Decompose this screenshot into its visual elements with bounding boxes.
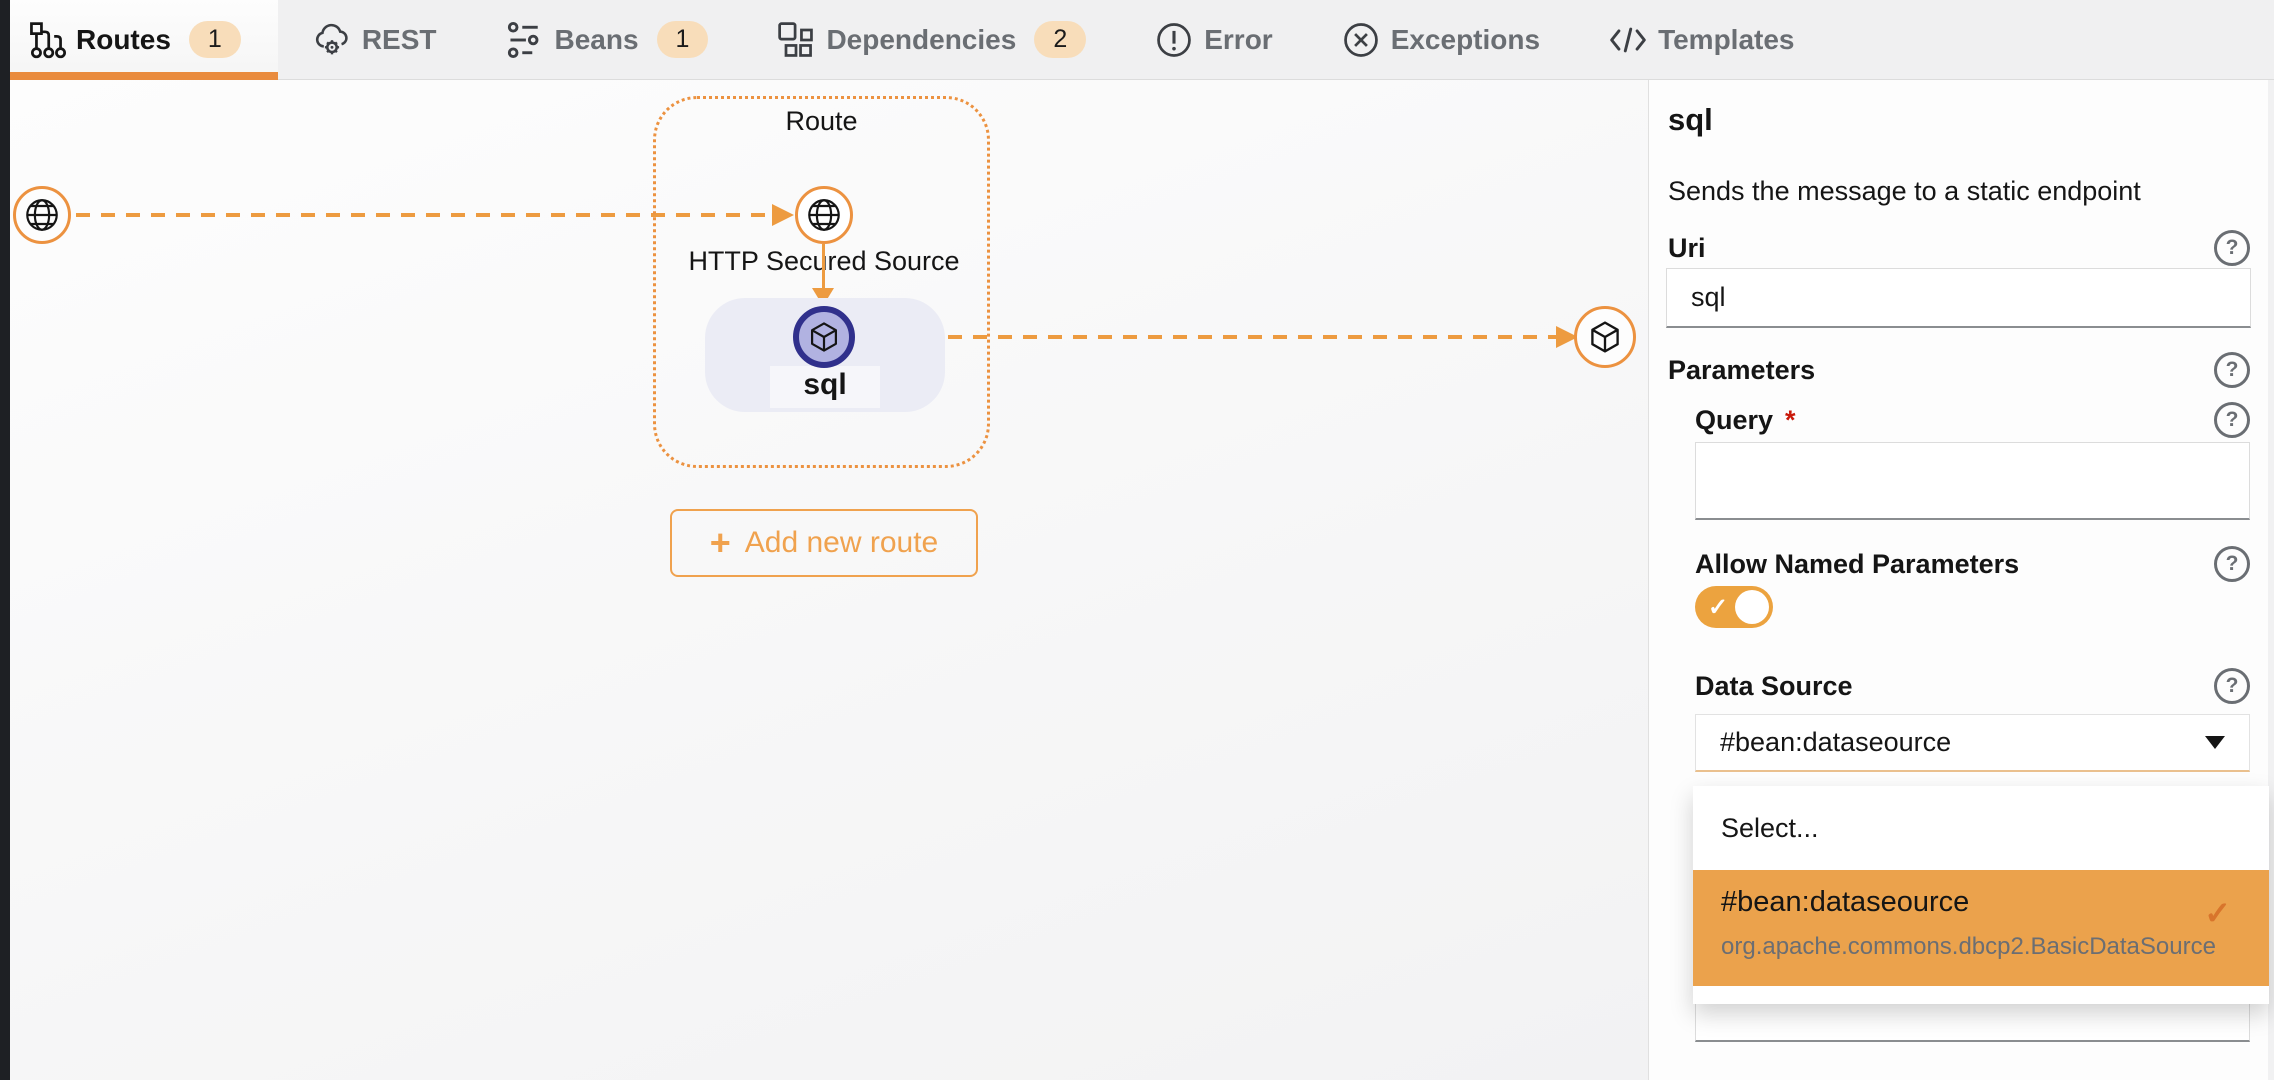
outgoing-endpoint-node[interactable]: [1574, 306, 1636, 368]
exceptions-circle-x-icon: [1341, 20, 1381, 60]
tab-routes[interactable]: Routes 1: [10, 0, 278, 80]
uri-input[interactable]: [1666, 268, 2251, 328]
data-source-dropdown: Select... #bean:dataseource org.apache.c…: [1693, 786, 2269, 1004]
top-tab-bar: Routes 1 REST: [10, 0, 2274, 80]
tab-error[interactable]: Error: [1120, 0, 1306, 79]
query-field-row: Query * ?: [1695, 402, 2250, 438]
chevron-down-icon: [2205, 736, 2225, 749]
required-asterisk: *: [1785, 404, 1796, 435]
tab-label: Error: [1204, 23, 1273, 55]
tab-beans[interactable]: Beans 1: [471, 0, 743, 79]
tab-dependencies[interactable]: Dependencies 2: [742, 0, 1120, 79]
tab-label: REST: [361, 23, 437, 55]
route-group-label: Route: [785, 106, 858, 136]
sql-step-label: sql: [803, 368, 847, 401]
tab-rest[interactable]: REST: [278, 0, 471, 79]
data-source-selected-value: #bean:dataseource: [1720, 727, 1952, 757]
query-textarea[interactable]: [1695, 442, 2250, 520]
query-label: Query: [1695, 404, 1774, 435]
globe-icon: [805, 196, 843, 234]
check-icon: ✓: [2204, 895, 2231, 931]
cube-icon: [1587, 319, 1623, 355]
tab-label: Beans: [554, 23, 639, 55]
tab-badge: 1: [656, 21, 709, 58]
add-new-route-button[interactable]: + Add new route: [670, 509, 978, 577]
data-source-select[interactable]: #bean:dataseource: [1695, 714, 2250, 772]
route-group-container[interactable]: [653, 96, 990, 468]
routes-topology-icon: [26, 20, 66, 60]
tab-badge: 2: [1034, 21, 1087, 58]
tab-templates[interactable]: Templates: [1574, 0, 1828, 79]
parameters-header-row: Parameters ?: [1668, 352, 2250, 388]
tab-label: Exceptions: [1390, 23, 1541, 55]
add-new-route-label: Add new route: [744, 526, 939, 559]
panel-title: sql: [1668, 102, 1713, 137]
uri-field-row: Uri ?: [1668, 230, 2250, 266]
toggle-knob: [1735, 590, 1769, 624]
incoming-endpoint-node[interactable]: [13, 186, 71, 244]
cube-icon: [807, 320, 841, 354]
step-connector-line: [822, 244, 825, 290]
tab-label: Templates: [1658, 23, 1795, 55]
allow-named-parameters-toggle[interactable]: ✓: [1695, 586, 1773, 628]
beans-sliders-icon: [505, 20, 545, 60]
tab-label: Routes: [76, 23, 171, 55]
allow-named-parameters-label: Allow Named Parameters: [1695, 548, 2020, 579]
dependencies-module-icon: [776, 20, 816, 60]
dropdown-option-placeholder[interactable]: Select...: [1721, 812, 1819, 843]
help-icon[interactable]: ?: [2214, 230, 2250, 266]
tab-label: Dependencies: [826, 23, 1017, 55]
globe-icon: [23, 196, 61, 234]
code-brackets-icon: [1608, 20, 1648, 60]
tab-badge: 1: [188, 21, 241, 58]
route-canvas: Route HTTP Secured Source sql: [10, 80, 1648, 1080]
check-icon: ✓: [1708, 594, 1729, 621]
uri-label: Uri: [1668, 232, 1706, 263]
http-secured-source-node[interactable]: [795, 186, 853, 244]
app-left-edge: [0, 0, 10, 1080]
panel-description: Sends the message to a static endpoint: [1668, 176, 2141, 206]
help-icon[interactable]: ?: [2214, 352, 2250, 388]
incoming-connector-line: [76, 213, 772, 217]
plus-icon: +: [709, 522, 731, 563]
sql-step-node[interactable]: [793, 306, 855, 368]
rest-cloud-gear-icon: [312, 20, 352, 60]
parameters-label: Parameters: [1668, 354, 1816, 385]
dropdown-option-subtitle: org.apache.commons.dbcp2.BasicDataSource: [1721, 933, 2216, 960]
outgoing-connector-arrowhead: [1556, 326, 1578, 348]
sql-step-label-background: [770, 366, 880, 408]
outgoing-connector-line: [948, 335, 1556, 339]
dropdown-option-selected[interactable]: #bean:dataseource org.apache.commons.dbc…: [1693, 870, 2269, 986]
step-config-panel: sql Sends the message to a static endpoi…: [1648, 80, 2274, 1080]
allow-named-parameters-row: Allow Named Parameters ?: [1695, 546, 2250, 582]
help-icon[interactable]: ?: [2214, 668, 2250, 704]
error-exclamation-circle-icon: [1154, 20, 1194, 60]
dropdown-option-title: #bean:dataseource: [1721, 886, 1970, 918]
data-source-field-row: Data Source ?: [1695, 668, 2250, 704]
help-icon[interactable]: ?: [2214, 546, 2250, 582]
tab-exceptions[interactable]: Exceptions: [1307, 0, 1574, 79]
data-source-label: Data Source: [1695, 670, 1853, 701]
help-icon[interactable]: ?: [2214, 402, 2250, 438]
incoming-connector-arrowhead: [772, 204, 794, 226]
